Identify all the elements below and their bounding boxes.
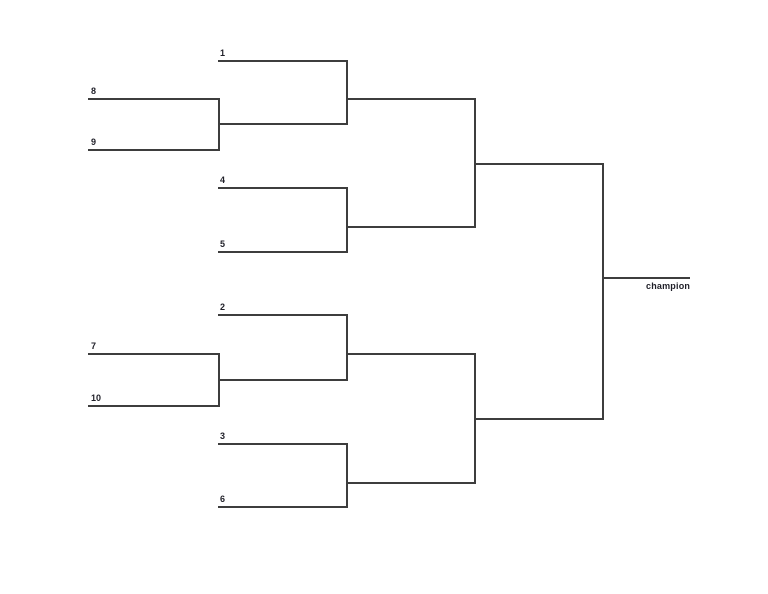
semifinal-top-winner-line [474,163,602,165]
connector-match-4-5 [346,187,348,253]
quarterfinal-bottom-winner-line [346,353,474,355]
seed-9-line [88,149,218,151]
seed-4-line [218,187,346,189]
seed-label-4: 4 [220,175,226,185]
champion-line [602,277,690,279]
semifinal-bottom-winner-line [474,418,602,420]
seed-label-9: 9 [91,137,97,147]
seed-1-line [218,60,346,62]
champion-label: champion [646,281,691,291]
match-4-5-winner-line [346,226,474,228]
connector-final [602,163,604,420]
seed-label-6: 6 [220,494,226,504]
match-7-10-winner-line [218,379,346,381]
seed-label-3: 3 [220,431,226,441]
seed-10-line [88,405,218,407]
seed-7-line [88,353,218,355]
connector-match-3-6 [346,443,348,508]
seed-label-1: 1 [220,48,226,58]
connector-match-2-vs-710winner [346,314,348,381]
seed-8-line [88,98,218,100]
match-3-6-winner-line [346,482,474,484]
seed-5-line [218,251,346,253]
seed-label-7: 7 [91,341,97,351]
seed-6-line [218,506,346,508]
match-8-9-winner-line [218,123,346,125]
seed-2-line [218,314,346,316]
seed-label-5: 5 [220,239,226,249]
connector-match-1-vs-89winner [346,60,348,125]
seed-label-10: 10 [91,393,102,403]
seed-label-8: 8 [91,86,97,96]
quarterfinal-top-winner-line [346,98,474,100]
seed-label-2: 2 [220,302,226,312]
seed-3-line [218,443,346,445]
